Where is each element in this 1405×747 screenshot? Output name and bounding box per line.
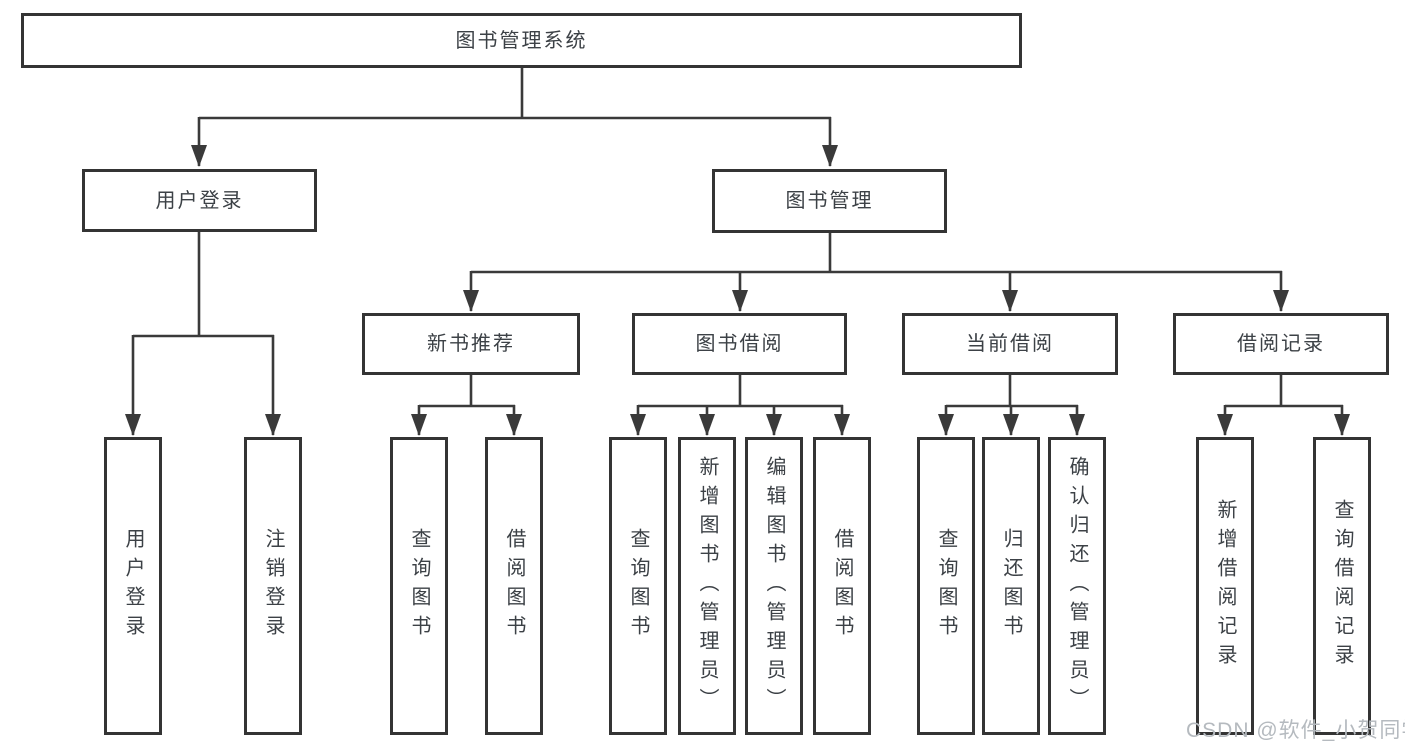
leaf-records-add-record: 新增借阅记录 xyxy=(1196,437,1254,735)
leaf-records-query-record: 查询借阅记录 xyxy=(1313,437,1371,735)
node-new-book-recommend: 新书推荐 xyxy=(362,313,580,375)
leaf-recommend-query-books: 查询图书 xyxy=(390,437,448,735)
node-book-borrowing: 图书借阅 xyxy=(632,313,847,375)
leaf-borrowing-edit-books-admin: 编辑图书（管理员） xyxy=(745,437,803,735)
leaf-current-confirm-return-admin: 确认归还（管理员） xyxy=(1048,437,1106,735)
leaf-user-login: 用户登录 xyxy=(104,437,162,735)
csdn-watermark: CSDN @软件_小贺同学 xyxy=(1186,719,1405,742)
leaf-borrowing-borrow-books: 借阅图书 xyxy=(813,437,871,735)
leaf-recommend-borrow-books: 借阅图书 xyxy=(485,437,543,735)
leaf-borrowing-query-books: 查询图书 xyxy=(609,437,667,735)
node-user-login: 用户登录 xyxy=(82,169,317,232)
leaf-borrowing-add-books-admin: 新增图书（管理员） xyxy=(678,437,736,735)
node-current-borrowing: 当前借阅 xyxy=(902,313,1118,375)
leaf-logout: 注销登录 xyxy=(244,437,302,735)
node-root-system: 图书管理系统 xyxy=(21,13,1022,68)
leaf-current-query-books: 查询图书 xyxy=(917,437,975,735)
leaf-current-return-books: 归还图书 xyxy=(982,437,1040,735)
node-book-management: 图书管理 xyxy=(712,169,947,233)
node-borrow-records: 借阅记录 xyxy=(1173,313,1389,375)
